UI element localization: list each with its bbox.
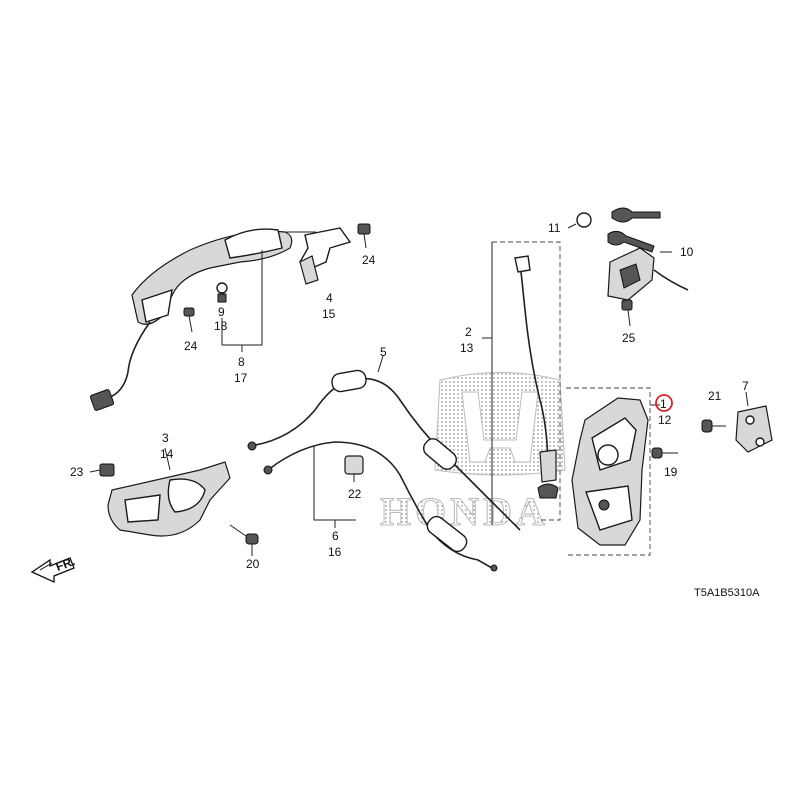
front-arrow-label: FR. (54, 554, 77, 574)
highlight-ring (655, 394, 673, 412)
screw-icon (229, 524, 259, 556)
door-lock-actuator (571, 397, 649, 546)
clip-part (216, 282, 228, 303)
callout-24-upper: 24 (362, 253, 376, 267)
bolt-icon (621, 299, 633, 327)
callout-3: 3 (162, 431, 169, 445)
callout-23: 23 (70, 465, 84, 479)
lock-rod (514, 255, 557, 483)
screw-icon (651, 447, 678, 459)
cable-assembly-lower (263, 441, 498, 572)
callout-4: 4 (326, 291, 333, 305)
callout-1: 1 (660, 397, 667, 411)
callout-15: 15 (322, 307, 336, 321)
callout-10: 10 (680, 245, 694, 259)
callout-12: 12 (658, 413, 672, 427)
watermark-text: HONDA (380, 489, 549, 534)
callout-11: 11 (548, 221, 561, 235)
callout-16: 16 (328, 545, 342, 559)
callout-17: 17 (234, 371, 248, 385)
callout-8: 8 (238, 355, 245, 369)
callout-20: 20 (246, 557, 260, 571)
callout-13: 13 (460, 341, 474, 355)
callout-19: 19 (664, 465, 678, 479)
protector-part (299, 227, 352, 285)
callout-2: 2 (465, 325, 472, 339)
callout-7: 7 (742, 379, 749, 393)
callout-24-lower: 24 (184, 339, 198, 353)
honda-watermark: HONDA (380, 372, 566, 535)
diagram-code: T5A1B5310A (694, 587, 760, 599)
rod-bushing (537, 483, 559, 499)
callout-6: 6 (332, 529, 339, 543)
cable-clip (344, 455, 364, 482)
cable-assembly-upper (247, 369, 521, 531)
screw-icon (701, 419, 726, 433)
callout-22: 22 (348, 487, 362, 501)
front-direction-arrow-icon (30, 557, 75, 584)
door-striker (735, 405, 773, 453)
bolt-icon (183, 307, 195, 333)
key-cylinder (576, 207, 689, 301)
callout-25: 25 (622, 331, 636, 345)
callout-5: 5 (380, 345, 387, 359)
inner-door-handle (99, 461, 231, 537)
outer-door-handle (89, 228, 293, 411)
callout-9: 9 (218, 305, 225, 319)
bolt-icon (357, 223, 371, 249)
callout-14: 14 (160, 447, 174, 461)
callout-21: 21 (708, 389, 722, 403)
callout-18: 18 (214, 319, 228, 333)
